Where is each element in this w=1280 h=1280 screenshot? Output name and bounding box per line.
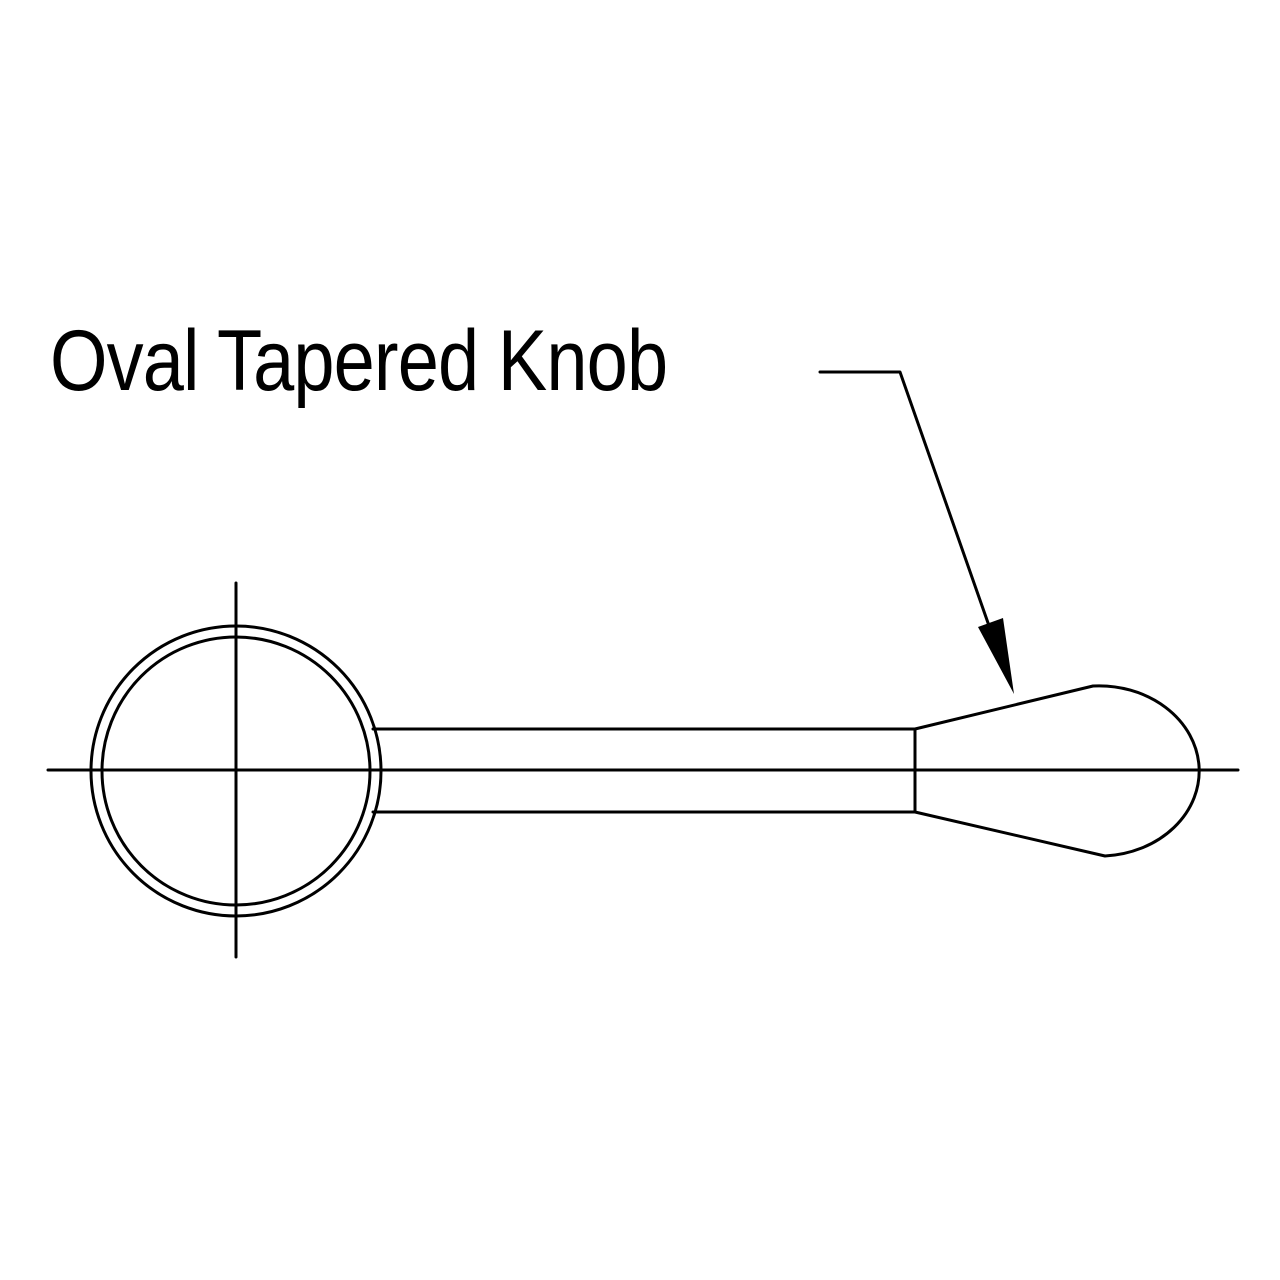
leader-arrowhead [978,618,1014,694]
oval-tapered-knob [913,684,1201,858]
hub-outer-circle [89,624,383,918]
callout-label: Oval Tapered Knob [50,313,668,409]
leader-line [818,370,996,642]
hub-inner-circle [100,635,372,907]
